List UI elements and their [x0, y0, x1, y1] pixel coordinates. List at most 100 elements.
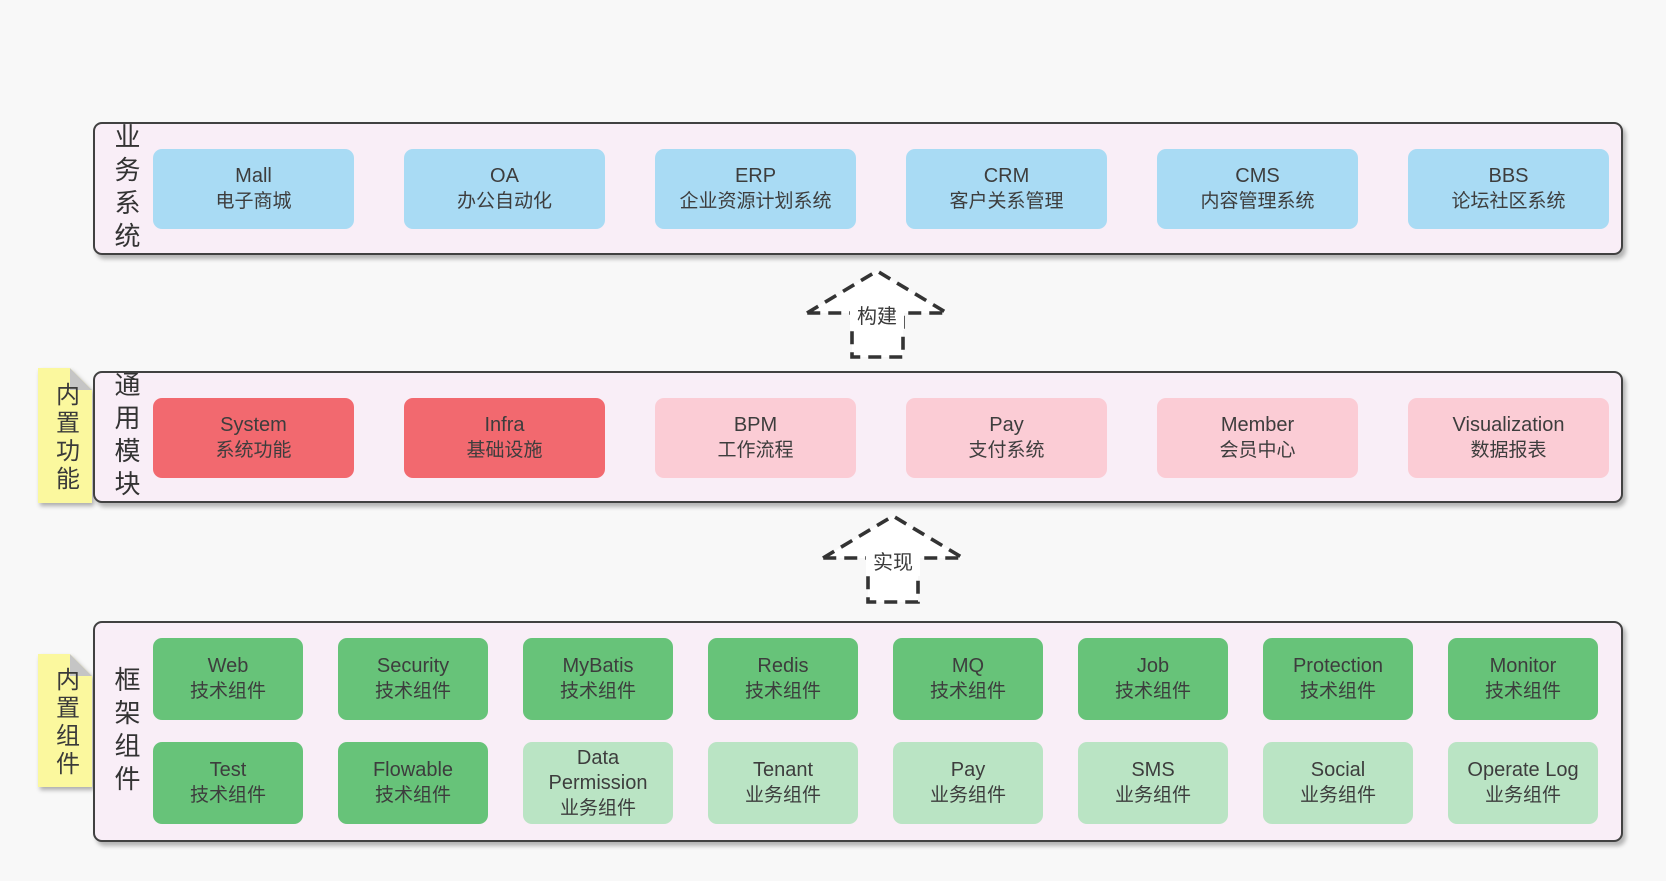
box-desc: 支付系统: [968, 440, 1045, 461]
box-desc: 业务组件: [929, 785, 1006, 806]
layer-common-modules: 通用模块 System 系统功能 Infra 基础设施 BPM 工作流程 Pay…: [93, 371, 1623, 503]
box-name: MQ: [951, 655, 985, 677]
box-name: Member: [1220, 414, 1295, 436]
box-mybatis: MyBatis 技术组件: [523, 638, 673, 720]
box-desc: 基础设施: [466, 440, 543, 461]
box-desc: 论坛社区系统: [1451, 191, 1566, 212]
box-crm: CRM 客户关系管理: [906, 149, 1107, 229]
box-name: Social: [1310, 759, 1366, 781]
box-name: ERP: [734, 165, 777, 187]
box-name: Visualization: [1452, 414, 1565, 436]
box-desc: 技术组件: [929, 681, 1006, 702]
arrow-label-implement: 实现: [866, 550, 920, 576]
box-desc: 技术组件: [189, 681, 266, 702]
box-infra: Infra 基础设施: [404, 398, 605, 478]
box-desc: 客户关系管理: [949, 191, 1064, 212]
sticky-note-text: 内置组件: [51, 667, 79, 780]
biz-components-row: Test 技术组件 Flowable 技术组件 Data Permission …: [153, 742, 1598, 824]
box-test: Test 技术组件: [153, 742, 303, 824]
box-name: Mall: [235, 165, 272, 187]
layer-label: 通用模块: [111, 371, 141, 503]
layer-framework-components: 框架组件 Web 技术组件 Security 技术组件 MyBatis 技术组件…: [93, 621, 1623, 842]
box-bbs: BBS 论坛社区系统: [1408, 149, 1609, 229]
box-visualization: Visualization 数据报表: [1408, 398, 1609, 478]
box-desc: 技术组件: [744, 681, 821, 702]
box-name: Protection: [1292, 655, 1384, 677]
box-desc: 业务组件: [744, 785, 821, 806]
box-name: Redis: [757, 655, 809, 677]
layer-label: 业务系统: [111, 122, 141, 255]
box-desc: 技术组件: [189, 785, 266, 806]
box-name: Tenant: [752, 759, 814, 781]
box-name: Web: [207, 655, 249, 677]
box-name: Security: [376, 655, 450, 677]
box-pay-module: Pay 支付系统: [906, 398, 1107, 478]
box-name: Pay: [989, 414, 1024, 436]
box-name: Flowable: [372, 759, 454, 781]
box-desc: 业务组件: [559, 797, 636, 819]
box-desc: 会员中心: [1219, 440, 1296, 461]
box-name: SMS: [1131, 759, 1175, 781]
box-desc: 技术组件: [1299, 681, 1376, 702]
box-desc: 数据报表: [1470, 440, 1547, 461]
box-protection: Protection 技术组件: [1263, 638, 1413, 720]
box-desc: 技术组件: [1114, 681, 1191, 702]
box-member: Member 会员中心: [1157, 398, 1358, 478]
box-desc: 技术组件: [1484, 681, 1561, 702]
box-name: System: [220, 414, 287, 436]
box-social: Social 业务组件: [1263, 742, 1413, 824]
common-modules-boxes: System 系统功能 Infra 基础设施 BPM 工作流程 Pay 支付系统…: [153, 398, 1609, 478]
box-name: Job: [1136, 655, 1170, 677]
box-name: MyBatis: [562, 655, 634, 677]
box-name: BBS: [1488, 165, 1529, 187]
box-tenant: Tenant 业务组件: [708, 742, 858, 824]
box-system: System 系统功能: [153, 398, 354, 478]
box-desc: 业务组件: [1299, 785, 1376, 806]
framework-components-grid: Web 技术组件 Security 技术组件 MyBatis 技术组件 Redi…: [153, 638, 1598, 824]
box-desc: 业务组件: [1114, 785, 1191, 806]
business-systems-boxes: Mall 电子商城 OA 办公自动化 ERP 企业资源计划系统 CRM 客户关系…: [153, 149, 1609, 229]
arrow-label-build: 构建: [850, 304, 904, 330]
box-flowable: Flowable 技术组件: [338, 742, 488, 824]
box-name: Monitor: [1489, 655, 1557, 677]
sticky-note-built-in-features: 内置功能: [38, 368, 92, 503]
box-desc: 工作流程: [717, 440, 794, 461]
box-desc: 电子商城: [215, 191, 292, 212]
box-operate-log: Operate Log 业务组件: [1448, 742, 1598, 824]
box-desc: 办公自动化: [456, 191, 552, 212]
box-desc: 企业资源计划系统: [679, 191, 832, 212]
box-name: Infra: [484, 414, 525, 436]
box-desc: 技术组件: [374, 785, 451, 806]
box-name: Operate Log: [1467, 759, 1579, 781]
box-security: Security 技术组件: [338, 638, 488, 720]
box-desc: 内容管理系统: [1200, 191, 1315, 212]
layer-label: 框架组件: [111, 665, 141, 798]
box-desc: 系统功能: [215, 440, 292, 461]
box-desc: 技术组件: [559, 681, 636, 702]
box-cms: CMS 内容管理系统: [1157, 149, 1358, 229]
box-data-permission: Data Permission 业务组件: [523, 742, 673, 824]
box-mq: MQ 技术组件: [893, 638, 1043, 720]
box-oa: OA 办公自动化: [404, 149, 605, 229]
box-monitor: Monitor 技术组件: [1448, 638, 1598, 720]
tech-components-row: Web 技术组件 Security 技术组件 MyBatis 技术组件 Redi…: [153, 638, 1598, 720]
sticky-note-paper: 内置组件: [38, 654, 92, 787]
box-desc: 业务组件: [1484, 785, 1561, 806]
box-bpm: BPM 工作流程: [655, 398, 856, 478]
sticky-note-paper: 内置功能: [38, 368, 92, 503]
box-job: Job 技术组件: [1078, 638, 1228, 720]
layer-business-systems: 业务系统 Mall 电子商城 OA 办公自动化 ERP 企业资源计划系统 CRM…: [93, 122, 1623, 255]
box-name: Test: [209, 759, 247, 781]
box-pay-component: Pay 业务组件: [893, 742, 1043, 824]
box-mall: Mall 电子商城: [153, 149, 354, 229]
box-name: Pay: [950, 759, 986, 781]
box-redis: Redis 技术组件: [708, 638, 858, 720]
sticky-note-text: 内置功能: [51, 382, 79, 495]
sticky-note-built-in-components: 内置组件: [38, 654, 92, 787]
box-erp: ERP 企业资源计划系统: [655, 149, 856, 229]
box-name: Data Permission: [548, 746, 648, 794]
box-sms: SMS 业务组件: [1078, 742, 1228, 824]
box-desc: 技术组件: [374, 681, 451, 702]
box-web: Web 技术组件: [153, 638, 303, 720]
